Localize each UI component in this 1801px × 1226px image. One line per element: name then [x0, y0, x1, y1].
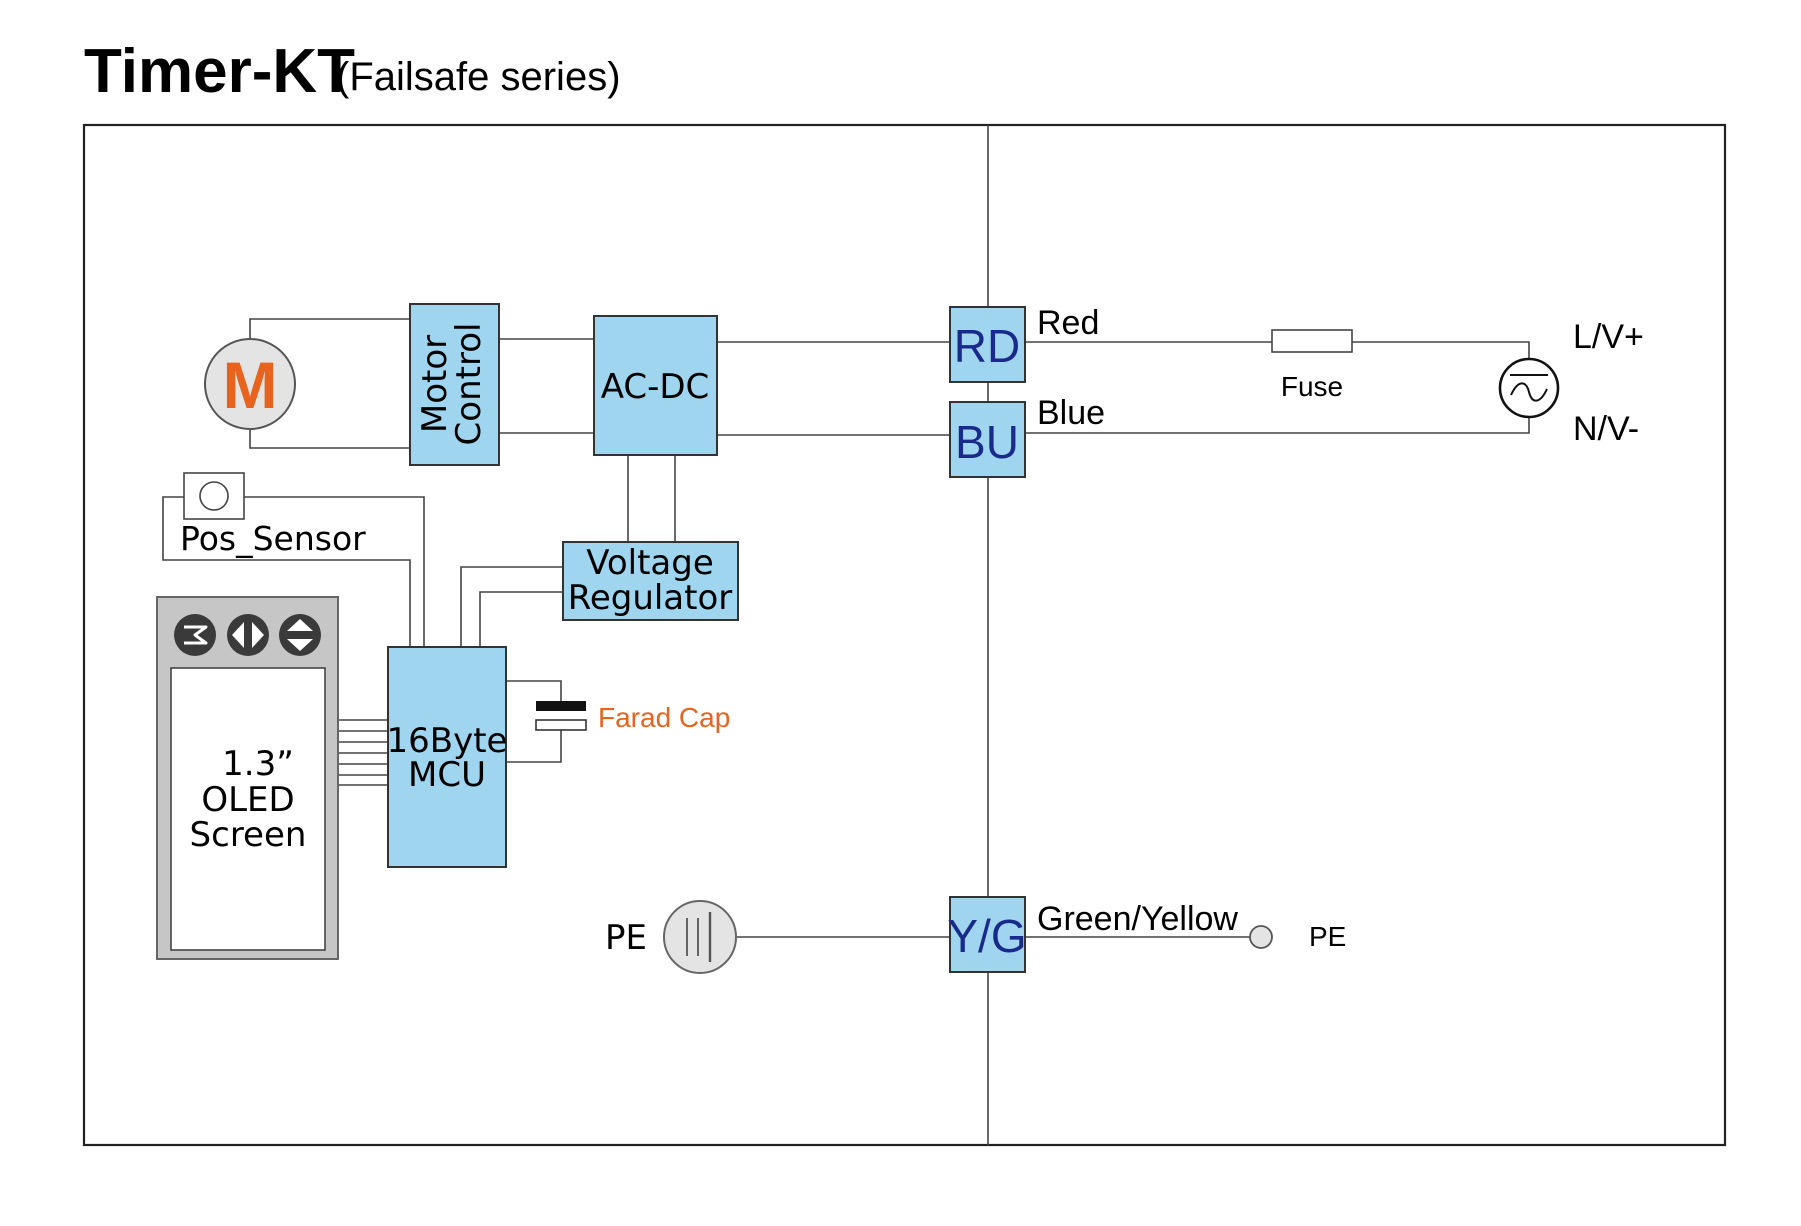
terminal-yg-label: Y/G — [947, 910, 1026, 962]
motor-control-block — [409, 303, 500, 466]
oled-screen-device — [156, 596, 339, 960]
oled-label-2: OLED — [201, 780, 294, 820]
pe-right-label: PE — [1309, 921, 1346, 952]
mcu-block — [387, 646, 507, 868]
diagram-title: Timer-KT — [84, 37, 355, 106]
motor-control-label-2: Control — [449, 323, 489, 446]
mcu-label-2: MCU — [408, 755, 486, 795]
terminal-bu-label: BU — [955, 416, 1019, 468]
fuse-label: Fuse — [1281, 371, 1343, 402]
wires — [162, 318, 1530, 938]
wire-green-yellow-label: Green/Yellow — [1037, 900, 1238, 938]
motor-symbol: M — [223, 348, 278, 422]
pe-terminal — [1249, 925, 1273, 949]
oled-label-3: Screen — [190, 815, 307, 855]
wire-red-label: Red — [1037, 304, 1099, 342]
ac-dc-block — [593, 315, 718, 456]
diagram-subtitle: (Failsafe series) — [336, 55, 621, 99]
terminal-rd-label: RD — [954, 320, 1020, 372]
pe-left-label: PE — [605, 918, 647, 958]
wire-blue-label: Blue — [1037, 394, 1105, 432]
pos-sensor-label: Pos_Sensor — [180, 519, 366, 558]
left-right-icon — [227, 614, 269, 656]
voltage-regulator-block — [562, 541, 739, 621]
ac-dc-label: AC-DC — [601, 367, 710, 407]
line-label: L/V+ — [1573, 318, 1644, 356]
menu-m-icon — [174, 614, 216, 656]
ground-icon — [663, 900, 737, 974]
terminal-bu — [949, 401, 1026, 478]
pos-sensor — [183, 472, 245, 520]
motor-control-label-1: Motor — [415, 335, 455, 433]
ac-source-icon — [1498, 357, 1560, 419]
fuse-symbol — [1271, 329, 1353, 353]
mcu-label-1: 16Byte — [387, 721, 508, 761]
motor-icon: M — [204, 338, 296, 430]
voltage-regulator-label-1: Voltage — [586, 543, 714, 583]
terminal-rd — [949, 306, 1026, 383]
terminal-yg — [949, 896, 1026, 973]
up-down-icon — [279, 614, 321, 656]
farad-cap-symbol — [535, 701, 587, 731]
neutral-label: N/V- — [1573, 410, 1639, 448]
farad-cap-label: Farad Cap — [598, 702, 730, 733]
diagram-frame — [82, 123, 1727, 1147]
voltage-regulator-label-2: Regulator — [568, 578, 733, 618]
oled-label-1: 1.3” — [222, 744, 294, 784]
